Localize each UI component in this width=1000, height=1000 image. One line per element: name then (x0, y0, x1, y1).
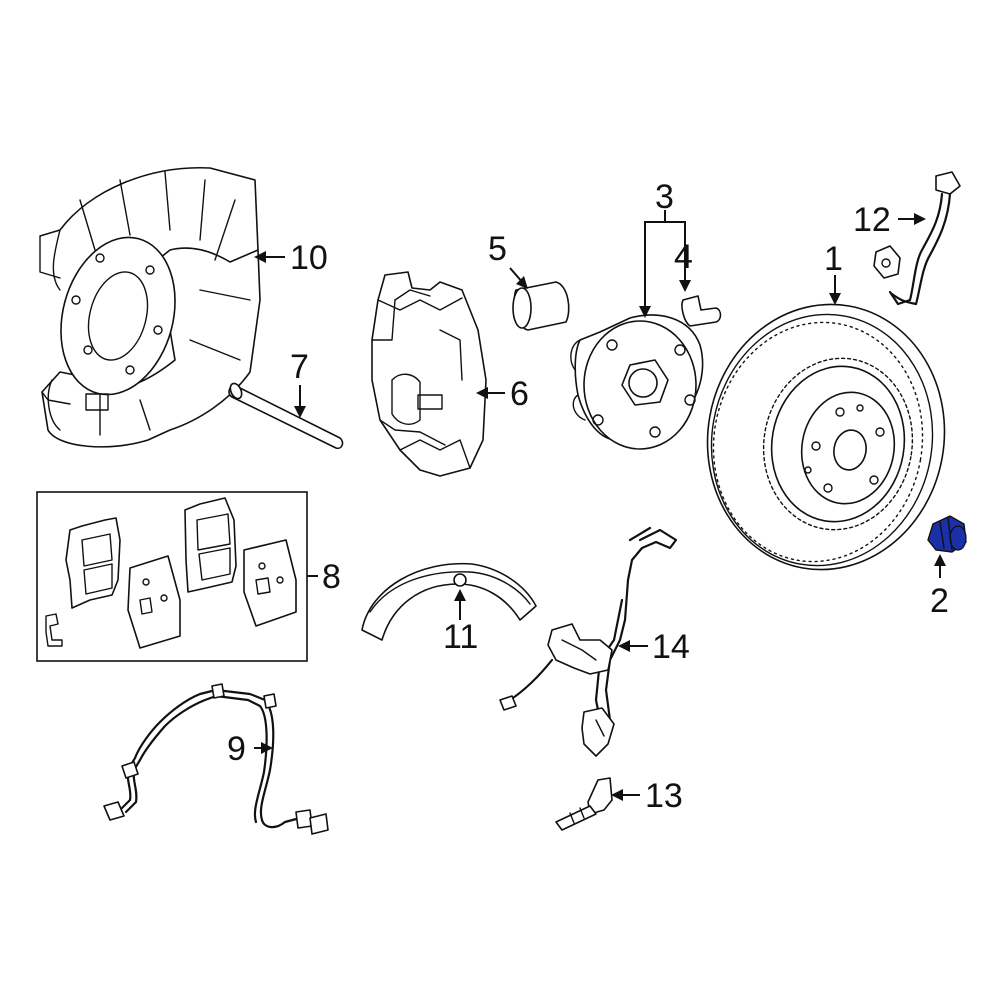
callout-label-12: 12 (853, 201, 891, 239)
dust-shield[interactable] (39, 166, 261, 448)
callout-7: 7 (290, 348, 309, 418)
brake-hose[interactable] (873, 171, 961, 306)
callout-8: 8 (307, 558, 341, 596)
callout-5: 5 (488, 230, 528, 289)
callout-label-2: 2 (930, 582, 949, 620)
parking-brake-shoe[interactable] (361, 562, 537, 641)
callout-11: 11 (443, 589, 478, 656)
hub-bolt[interactable] (681, 295, 722, 327)
guide-pin[interactable] (228, 382, 344, 450)
abs-wire-harness[interactable] (499, 526, 678, 757)
callout-label-6: 6 (510, 375, 529, 413)
callout-label-11: 11 (443, 618, 478, 656)
callout-12: 12 (853, 201, 926, 239)
wheel-speed-sensor[interactable] (555, 777, 613, 831)
callout-1: 1 (824, 240, 843, 305)
callout-label-9: 9 (227, 730, 246, 768)
lug-nut-highlighted[interactable] (927, 515, 967, 553)
callout-label-13: 13 (645, 777, 683, 815)
callout-3-4: 3 4 (639, 178, 693, 318)
callout-label-14: 14 (652, 628, 690, 666)
callout-label-4: 4 (674, 238, 693, 276)
hub-cap[interactable] (512, 281, 570, 331)
callout-label-3: 3 (655, 178, 674, 216)
callout-9: 9 (227, 730, 273, 768)
callout-13: 13 (611, 777, 683, 815)
callout-10: 10 (254, 239, 328, 277)
hub-bearing[interactable] (570, 314, 704, 450)
callout-2: 2 (930, 554, 949, 620)
callout-label-10: 10 (290, 239, 328, 277)
pad-wear-sensor[interactable] (103, 683, 329, 835)
brake-pad-set[interactable] (45, 497, 297, 649)
callout-6: 6 (476, 375, 529, 413)
callout-label-5: 5 (488, 230, 507, 268)
callout-label-8: 8 (322, 558, 341, 596)
brake-caliper[interactable] (371, 271, 487, 477)
callout-label-1: 1 (824, 240, 843, 278)
callout-14: 14 (618, 628, 690, 666)
brake-rotor[interactable] (687, 286, 966, 589)
callout-label-7: 7 (290, 348, 309, 386)
